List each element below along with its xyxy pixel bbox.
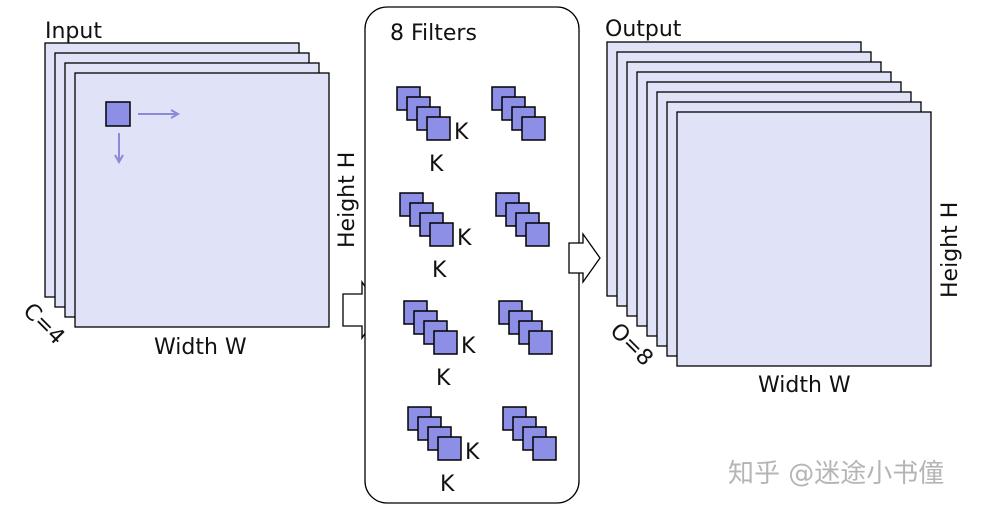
output-width-label: Width W [758, 373, 851, 398]
kernel-slice [429, 222, 454, 247]
filter-kernel [502, 406, 557, 461]
kernel-position-square [105, 101, 131, 127]
kernel-size-label: K [440, 472, 455, 497]
kernel-size-label: K [429, 152, 444, 177]
kernel-slice [528, 330, 553, 355]
filter-kernel [396, 86, 451, 141]
kernel-size-label: K [436, 366, 451, 391]
filters-title: 8 Filters [390, 21, 477, 46]
output-title: Output [605, 17, 682, 42]
kernel-slice [433, 330, 458, 355]
kernel-slice [437, 436, 462, 461]
kernel-size-label: K [465, 440, 480, 465]
filter-kernel [399, 192, 454, 247]
kernel-slice [521, 116, 546, 141]
filters-to-output-arrow-icon [568, 231, 601, 285]
kernel-slice [525, 222, 550, 247]
output-plane [676, 111, 932, 367]
filter-kernel [498, 300, 553, 355]
kernel-size-label: K [454, 120, 469, 145]
output-height-label: Height H [938, 202, 963, 298]
kernel-size-label: K [432, 258, 447, 283]
input-feature-map-stack [44, 42, 330, 328]
kernel-size-label: K [461, 334, 476, 359]
kernel-slice [532, 436, 557, 461]
filter-kernel [407, 406, 462, 461]
watermark-text: 知乎 @迷途小书僮 [728, 459, 944, 489]
kernel-size-label: K [457, 226, 472, 251]
kernel-slice [426, 116, 451, 141]
input-title: Input [45, 19, 102, 44]
filter-kernel [495, 192, 550, 247]
input-width-label: Width W [154, 335, 247, 360]
filter-kernel [403, 300, 458, 355]
filter-kernel [491, 86, 546, 141]
output-feature-map-stack [606, 41, 932, 367]
input-height-label: Height H [335, 152, 360, 248]
filters-box [364, 6, 580, 504]
